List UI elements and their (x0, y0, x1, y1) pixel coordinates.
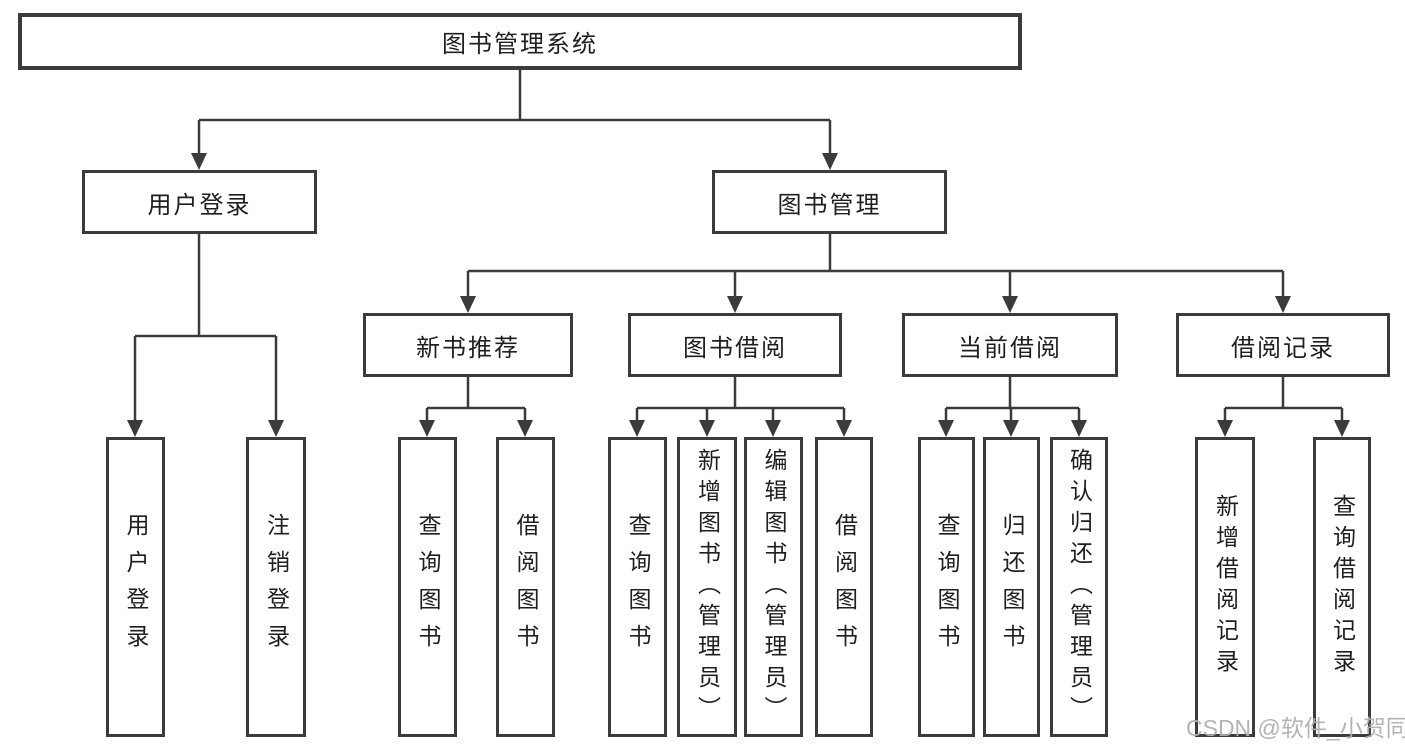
leaf-label: 借阅图书 (513, 513, 539, 661)
leaf-label: 查询借阅记录 (1329, 494, 1356, 680)
node-user-login-label: 用户登录 (147, 191, 252, 219)
leaf-borrow-book: 借阅图书 (815, 437, 873, 737)
leaf-label: 归还图书 (999, 513, 1025, 661)
leaf-label: 确认归还（管理员） (1066, 447, 1093, 727)
node-book-mgmt-label: 图书管理 (777, 191, 882, 219)
node-borrow-record-label: 借阅记录 (1231, 334, 1335, 362)
node-book-borrow-label: 图书借阅 (683, 334, 787, 362)
leaf-label: 查询图书 (415, 513, 441, 661)
leaf-current-confirm-admin: 确认归还（管理员） (1050, 437, 1108, 737)
node-book-mgmt: 图书管理 (712, 170, 947, 234)
leaf-borrow-query: 查询图书 (608, 437, 667, 737)
node-current-borrow: 当前借阅 (902, 313, 1118, 377)
leaf-borrow-edit-admin: 编辑图书（管理员） (744, 437, 803, 737)
leaf-newbook-query: 查询图书 (398, 437, 457, 737)
node-book-borrow: 图书借阅 (628, 313, 842, 377)
node-user-login: 用户登录 (82, 170, 317, 234)
leaf-record-query: 查询借阅记录 (1313, 437, 1371, 737)
leaf-borrow-add-admin: 新增图书（管理员） (677, 437, 737, 737)
leaf-label: 新增图书（管理员） (694, 447, 721, 727)
leaf-current-query: 查询图书 (918, 437, 975, 737)
node-new-book: 新书推荐 (363, 313, 573, 377)
node-new-book-label: 新书推荐 (416, 334, 520, 362)
leaf-label: 借阅图书 (831, 513, 858, 661)
csdn-watermark: CSDN @软件_小贺同学 (1186, 715, 1405, 741)
leaf-label: 编辑图书（管理员） (761, 447, 787, 727)
leaf-label: 注销登录 (263, 513, 290, 661)
leaf-label: 查询图书 (934, 513, 960, 661)
leaf-label: 新增借阅记录 (1212, 494, 1239, 680)
node-borrow-record: 借阅记录 (1176, 313, 1390, 377)
leaf-record-add: 新增借阅记录 (1195, 437, 1255, 737)
leaf-newbook-borrow: 借阅图书 (496, 437, 555, 737)
leaf-label: 查询图书 (625, 513, 651, 661)
arrowheads (127, 153, 1350, 437)
leaf-label: 用户登录 (123, 513, 149, 661)
node-root-label: 图书管理系统 (442, 31, 598, 58)
leaf-logout: 注销登录 (246, 437, 306, 737)
node-root: 图书管理系统 (18, 13, 1022, 70)
leaf-current-return: 归还图书 (983, 437, 1040, 737)
leaf-user-login: 用户登录 (106, 437, 165, 737)
node-current-borrow-label: 当前借阅 (958, 334, 1062, 362)
